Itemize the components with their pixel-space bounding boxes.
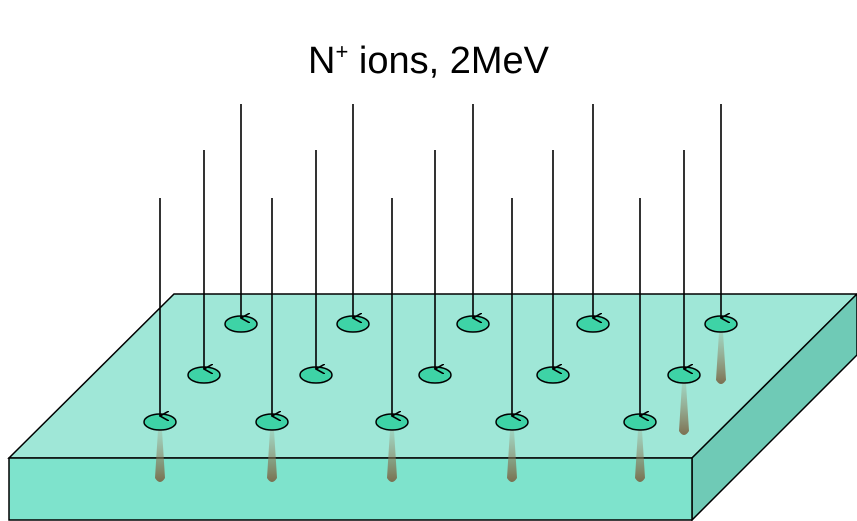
ion-impact-spot — [375, 413, 409, 431]
substrate-front-face — [8, 457, 693, 521]
damage-trail — [679, 383, 689, 435]
damage-trail — [635, 430, 645, 482]
ion-impact-spot — [623, 413, 657, 431]
ion-impact-spot — [336, 315, 370, 333]
title-beam-description: ions, 2MeV — [348, 40, 549, 82]
damage-trail — [387, 430, 397, 482]
ion-impact-spot — [418, 366, 452, 384]
ion-impact-spot — [224, 315, 258, 333]
ion-impact-spot — [456, 315, 490, 333]
title-charge-superscript: + — [335, 39, 349, 64]
damage-trails — [155, 332, 726, 482]
ion-impact-spot — [667, 366, 701, 384]
ion-impact-spot — [704, 315, 738, 333]
damage-trail — [155, 430, 165, 482]
damage-trail — [716, 332, 726, 384]
ion-impact-spot — [187, 366, 221, 384]
damage-trail — [507, 430, 517, 482]
ion-impact-spot — [143, 413, 177, 431]
ion-impact-spot — [299, 366, 333, 384]
title-ion-symbol: N — [308, 40, 336, 82]
ion-impact-spot — [495, 413, 529, 431]
ion-beam-arrows — [160, 104, 721, 416]
ion-impact-spot — [576, 315, 610, 333]
diagram-title: N+ ions, 2MeV — [0, 39, 857, 83]
ion-impact-spot — [255, 413, 289, 431]
damage-trail — [267, 430, 277, 482]
ion-impact-spot — [536, 366, 570, 384]
